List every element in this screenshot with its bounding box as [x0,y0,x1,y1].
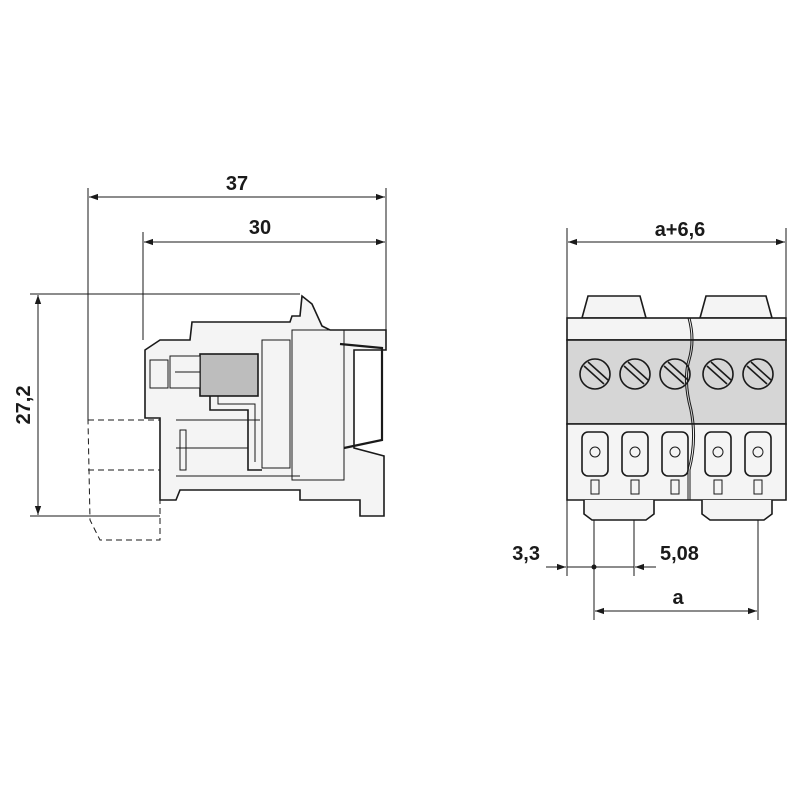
wire-entry-icon [621,431,649,495]
screw-icon [579,358,611,390]
dim-label-a-plus: a+6,6 [655,219,706,241]
screw-row [579,358,774,390]
front-top-band [566,317,787,341]
screw-icon [742,358,774,390]
pin-slot [179,429,187,471]
module-split-bg [684,317,694,500]
screw-icon [659,358,691,390]
cap-left [580,295,648,319]
contact-spring [209,396,262,471]
wire-entry-icon [581,431,609,495]
dim-label-30: 30 [249,217,271,239]
foot-left [583,500,655,521]
dim-label-a: a [672,587,684,609]
wire-entry-icon [661,431,689,495]
cap-right [698,295,774,319]
wire-entry-row [581,431,772,495]
dim-point [591,564,597,570]
foot-right [701,500,773,521]
plug-outline-dashed [87,419,161,541]
dim-label-37: 37 [226,173,248,195]
front-view: a+6,6 [512,219,787,620]
screw-icon [619,358,651,390]
dim-label-27-2: 27,2 [13,386,35,425]
dim-label-3-3: 3,3 [512,543,540,565]
contact-inner [217,396,256,462]
clamp-block [199,353,259,397]
wire-entry-icon [744,431,772,495]
module-split [686,317,696,500]
screw-icon [702,358,734,390]
dim-label-5-08: 5,08 [660,543,699,565]
side-housing [144,294,387,517]
wire-entry [149,359,169,389]
front-lower-band [566,423,787,501]
side-view: 37 30 27,2 [13,173,387,541]
hatch-section-right [291,329,345,481]
hatch-section-center [261,339,291,469]
front-screw-band [566,339,787,425]
wire-entry-icon [704,431,732,495]
din-rail [339,342,384,450]
